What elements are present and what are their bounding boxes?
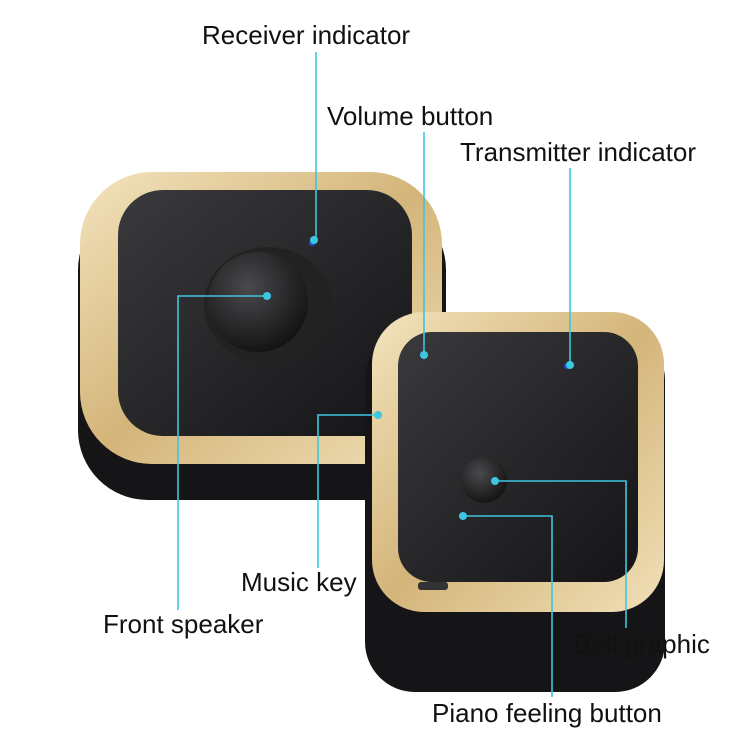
receiver-device <box>78 172 446 500</box>
callout-music-key <box>317 414 378 568</box>
callout-dot <box>263 292 271 300</box>
callout-dot <box>491 477 499 485</box>
callouts <box>177 52 627 697</box>
speaker-button <box>208 252 308 352</box>
callout-dot <box>374 411 382 419</box>
callout-piano-button <box>463 515 553 697</box>
callout-dot <box>310 236 318 244</box>
label-bell-graphic: Bell graphic <box>574 629 710 659</box>
callout-dot <box>459 512 467 520</box>
label-music-key: Music key <box>241 567 357 597</box>
transmitter-device <box>365 312 665 692</box>
bell-button <box>461 457 507 503</box>
callout-bell-graphic <box>495 480 627 628</box>
label-front-speaker: Front speaker <box>103 609 264 639</box>
label-receiver-indicator: Receiver indicator <box>202 20 410 50</box>
callout-dot <box>566 361 574 369</box>
callout-front-speaker <box>177 295 267 610</box>
callout-dot <box>420 351 428 359</box>
label-piano-feeling-button: Piano feeling button <box>432 698 662 728</box>
usb-port <box>418 582 448 590</box>
transmitter-face <box>398 332 638 582</box>
label-transmitter-indicator: Transmitter indicator <box>460 137 696 167</box>
label-volume-button: Volume button <box>327 101 493 131</box>
